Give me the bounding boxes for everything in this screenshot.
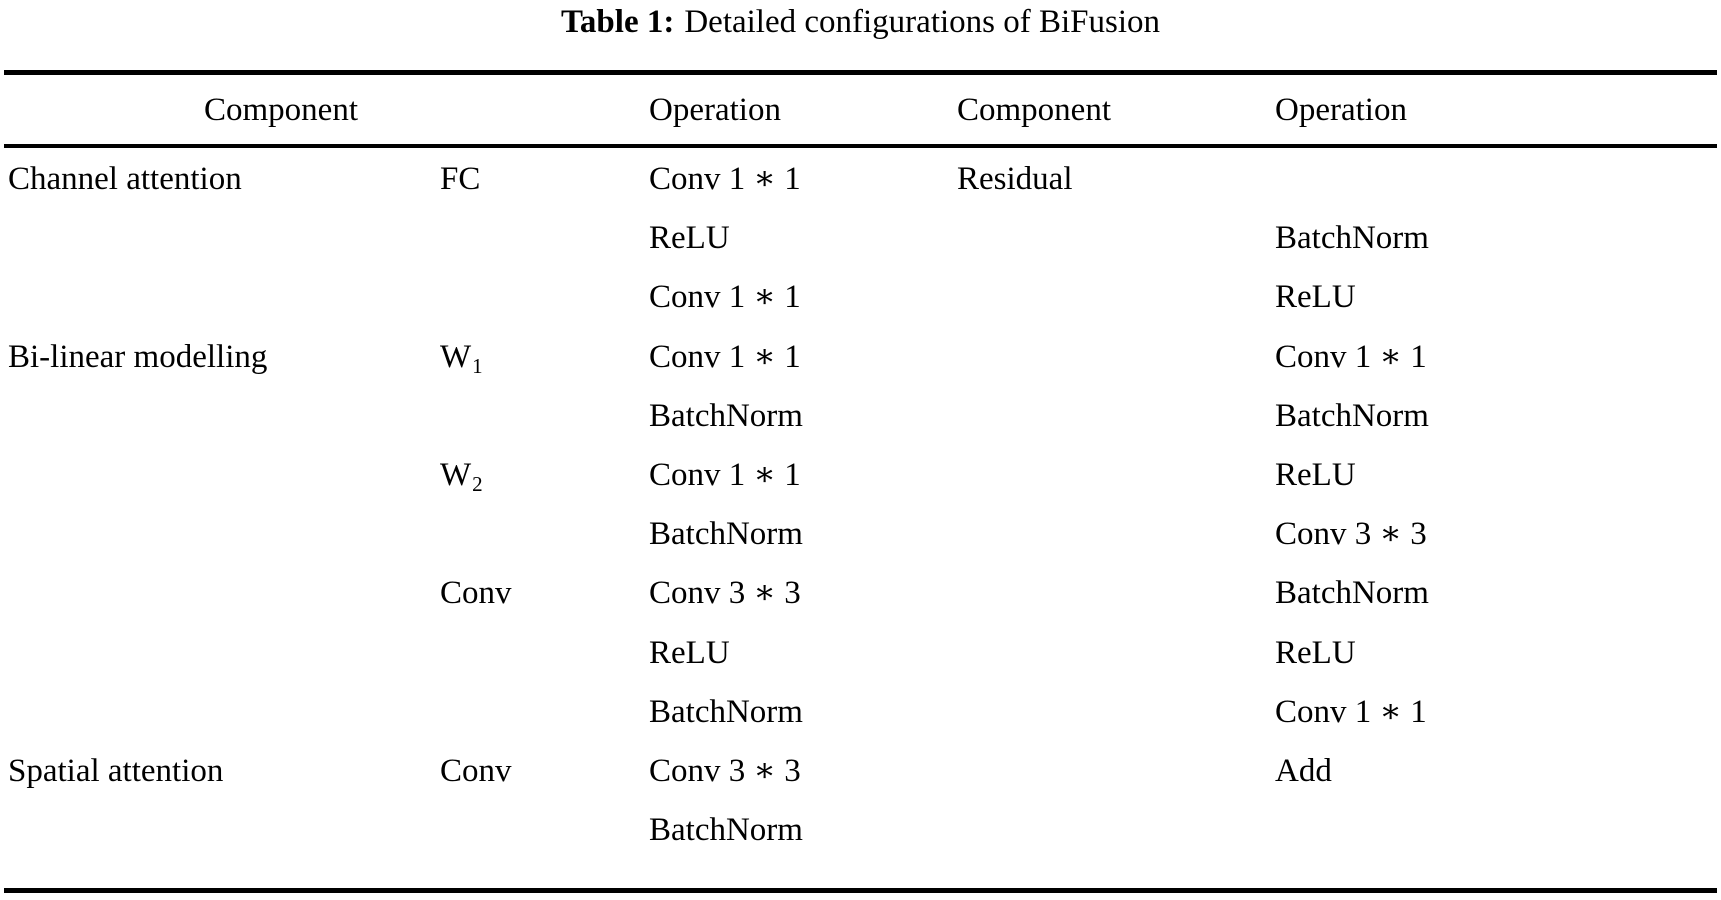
cell-operation-right: Conv 1 ∗ 1 <box>1275 338 1427 375</box>
cell-operation-right: ReLU <box>1275 279 1356 316</box>
caption-text: Detailed configurations of BiFusion <box>684 4 1161 40</box>
cell-operation-left: Conv 1 ∗ 1 <box>649 279 801 316</box>
cell-operation-left: ReLU <box>649 634 730 671</box>
cell-subcomponent-left: W2 <box>440 457 483 496</box>
cell-subcomponent-left: W1 <box>440 338 483 378</box>
cell-operation-left: Conv 3 ∗ 3 <box>649 753 801 789</box>
cell-operation-right: BatchNorm <box>1275 575 1429 612</box>
cell-subcomponent-left: Conv <box>440 575 512 612</box>
cell-operation-left: BatchNorm <box>649 516 803 553</box>
cell-operation-left: BatchNorm <box>649 693 803 730</box>
cell-operation-right: Conv 3 ∗ 3 <box>1275 516 1427 553</box>
header-operation-left: Operation <box>649 92 781 128</box>
cell-operation-left: Conv 1 ∗ 1 <box>649 161 801 197</box>
cell-component-left: Spatial attention <box>8 753 224 789</box>
cell-subcomponent-left: Conv <box>440 753 512 789</box>
header-component-right: Component <box>957 92 1111 128</box>
table-header-rule <box>4 144 1717 148</box>
cell-operation-left: ReLU <box>649 220 730 257</box>
cell-operation-right: BatchNorm <box>1275 220 1429 257</box>
cell-operation-left: Conv 3 ∗ 3 <box>649 575 801 612</box>
cell-component-left: Channel attention <box>8 161 242 197</box>
table-top-rule <box>4 70 1717 75</box>
cell-component-right: Residual <box>957 161 1073 197</box>
table-header-row: Component Operation Component Operation <box>0 82 1721 138</box>
cell-operation-right: Conv 1 ∗ 1 <box>1275 693 1427 730</box>
table-bottom-rule <box>4 888 1717 893</box>
cell-operation-right: BatchNorm <box>1275 397 1429 434</box>
cell-operation-right: Add <box>1275 753 1332 789</box>
cell-operation-left: Conv 1 ∗ 1 <box>649 457 801 493</box>
cell-operation-left: Conv 1 ∗ 1 <box>649 338 801 375</box>
header-operation-right: Operation <box>1275 92 1407 128</box>
table-caption: Table 1:Detailed configurations of BiFus… <box>0 2 1721 42</box>
cell-operation-right: ReLU <box>1275 457 1356 493</box>
cell-component-left: Bi-linear modelling <box>8 338 268 375</box>
caption-label: Table 1: <box>560 4 675 40</box>
header-component-left: Component <box>204 92 358 128</box>
cell-operation-right: ReLU <box>1275 634 1356 671</box>
cell-subcomponent-left: FC <box>440 161 481 197</box>
cell-operation-left: BatchNorm <box>649 812 803 849</box>
cell-operation-left: BatchNorm <box>649 397 803 434</box>
